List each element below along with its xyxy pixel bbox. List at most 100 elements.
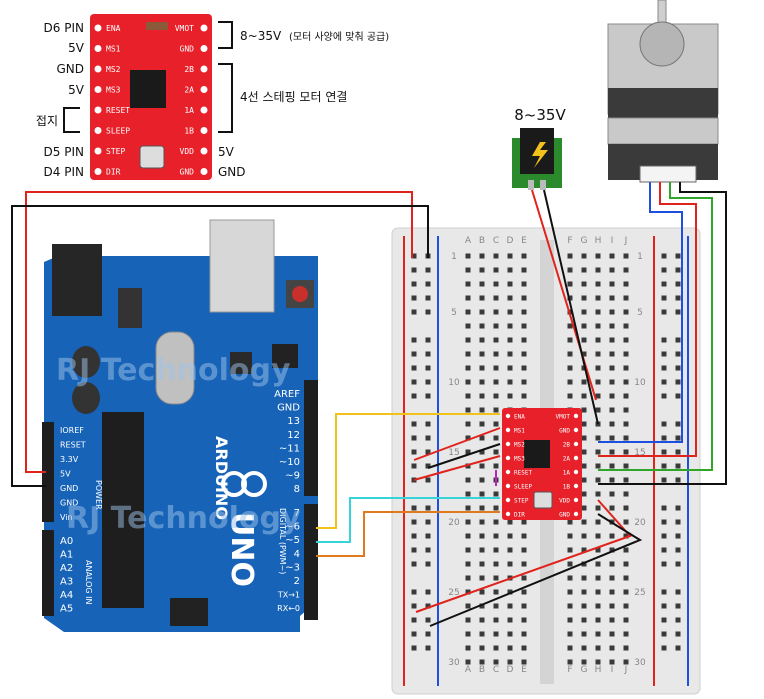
driver-pin-right bbox=[200, 65, 208, 73]
rail-hole bbox=[661, 519, 667, 525]
breadboard-hole bbox=[609, 463, 615, 469]
rail-hole bbox=[661, 309, 667, 315]
row-number-right: 1 bbox=[637, 252, 643, 262]
breadboard-hole bbox=[567, 281, 573, 287]
small-pin-label-right: VDD bbox=[559, 498, 570, 505]
breadboard-hole bbox=[479, 463, 485, 469]
small-pin-label-right: GND bbox=[559, 428, 570, 435]
rail-hole bbox=[425, 519, 431, 525]
breadboard-hole bbox=[521, 575, 527, 581]
rail-hole bbox=[411, 267, 417, 273]
breadboard-hole bbox=[479, 547, 485, 553]
wire-ms2-black bbox=[427, 443, 501, 469]
breadboard-hole bbox=[595, 253, 601, 259]
rail-hole bbox=[675, 253, 681, 259]
digital-pin-label: AREF bbox=[274, 389, 300, 400]
driver-pin-right bbox=[200, 86, 208, 93]
breadboard-hole bbox=[567, 295, 573, 301]
breadboard-hole bbox=[465, 463, 471, 469]
breadboard-hole bbox=[595, 631, 601, 637]
row-number-left: 1 bbox=[451, 252, 457, 262]
motor-body-dark bbox=[608, 88, 718, 118]
breadboard-hole bbox=[493, 323, 499, 329]
breadboard-hole bbox=[595, 547, 601, 553]
breadboard-hole bbox=[479, 421, 485, 427]
breadboard-hole bbox=[567, 519, 573, 525]
breadboard-hole bbox=[507, 589, 513, 595]
rail-hole bbox=[425, 477, 431, 483]
crystal bbox=[155, 331, 195, 405]
label-motor-connect: 4선 스테핑 모터 연결 bbox=[240, 90, 347, 104]
breadboard-hole bbox=[609, 281, 615, 287]
row-number-right: 10 bbox=[634, 378, 646, 388]
breadboard-hole bbox=[609, 491, 615, 497]
breadboard-hole bbox=[493, 533, 499, 539]
rail-hole bbox=[675, 281, 681, 287]
breadboard-hole bbox=[493, 603, 499, 609]
breadboard-hole bbox=[623, 575, 629, 581]
breadboard-hole bbox=[581, 295, 587, 301]
row-number-right: 15 bbox=[634, 448, 645, 458]
label-d4-pin: D4 PIN bbox=[44, 165, 84, 179]
breadboard-hole bbox=[465, 351, 471, 357]
breadboard-hole bbox=[609, 421, 615, 427]
breadboard-hole bbox=[465, 491, 471, 497]
breadboard-hole bbox=[493, 393, 499, 399]
driver-pot-small bbox=[533, 491, 553, 509]
dc-jack bbox=[52, 244, 102, 316]
breadboard-hole bbox=[581, 547, 587, 553]
digital-pin-label: TX→1 bbox=[277, 591, 300, 600]
rail-hole bbox=[411, 379, 417, 385]
breadboard-hole bbox=[493, 575, 499, 581]
column-label-top: D bbox=[507, 236, 514, 246]
breadboard-hole bbox=[493, 659, 499, 665]
rail-hole bbox=[425, 435, 431, 441]
breadboard-hole bbox=[493, 561, 499, 567]
ground-bracket bbox=[63, 107, 80, 133]
breadboard-hole bbox=[595, 491, 601, 497]
small-pin-left bbox=[505, 469, 511, 475]
breadboard-hole bbox=[623, 533, 629, 539]
breadboard-hole bbox=[521, 547, 527, 553]
breadboard-hole bbox=[521, 659, 527, 665]
analog-pin-label: A5 bbox=[60, 604, 73, 615]
breadboard-hole bbox=[623, 295, 629, 301]
digital-pin-label: 12 bbox=[287, 430, 300, 441]
vmot-bracket bbox=[218, 21, 233, 49]
breadboard-hole bbox=[581, 393, 587, 399]
breadboard-hole bbox=[507, 645, 513, 651]
breadboard-hole bbox=[521, 561, 527, 567]
reset-button[interactable] bbox=[292, 286, 308, 302]
icsp-small bbox=[272, 344, 298, 368]
breadboard-hole bbox=[623, 631, 629, 637]
small-pin-label-left: MS2 bbox=[514, 442, 525, 449]
column-label-top: I bbox=[611, 236, 614, 246]
breadboard-hole bbox=[493, 281, 499, 287]
watermark-2: RJ Technology bbox=[66, 501, 301, 536]
small-pin-label-left: ENA bbox=[514, 414, 525, 421]
breadboard-hole bbox=[493, 505, 499, 511]
rail-hole bbox=[411, 505, 417, 511]
rail-hole bbox=[425, 365, 431, 371]
breadboard-hole bbox=[567, 379, 573, 385]
breadboard-hole bbox=[479, 631, 485, 637]
breadboard-hole bbox=[465, 617, 471, 623]
breadboard-hole bbox=[479, 379, 485, 385]
breadboard-hole bbox=[623, 561, 629, 567]
row-number-left: 15 bbox=[448, 448, 459, 458]
breadboard-hole bbox=[493, 435, 499, 441]
breadboard-hole bbox=[609, 351, 615, 357]
rail-hole bbox=[661, 533, 667, 539]
label-d5-pin: D5 PIN bbox=[44, 145, 84, 159]
breadboard-hole bbox=[479, 477, 485, 483]
rail-hole bbox=[411, 421, 417, 427]
digital-pin-label: 2 bbox=[294, 576, 300, 587]
driver-pin-label-right: GND bbox=[180, 45, 195, 54]
breadboard-hole bbox=[507, 309, 513, 315]
breadboard-hole bbox=[521, 393, 527, 399]
rail-hole bbox=[661, 645, 667, 651]
breadboard-hole bbox=[507, 267, 513, 273]
rail-hole bbox=[411, 631, 417, 637]
row-number-right: 25 bbox=[634, 588, 645, 598]
breadboard-hole bbox=[567, 393, 573, 399]
